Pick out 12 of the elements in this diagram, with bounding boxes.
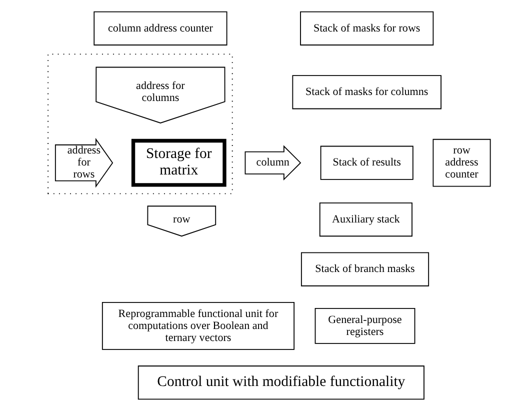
node-box: row address counter — [432, 138, 491, 187]
node-box: column address counter — [94, 11, 228, 46]
node-box: Stack of branch masks — [300, 252, 430, 286]
cluster — [48, 54, 233, 194]
node-box: Storage for matrix — [131, 138, 226, 187]
node-box: Stack of results — [320, 146, 414, 180]
node-box: Stack of masks for columns — [292, 75, 442, 110]
node-box: Stack of masks for rows — [300, 11, 434, 46]
node-box: Auxiliary stack — [319, 202, 412, 237]
node-box: Reprogrammable functional unit for computations over Boolean and ternary vectors — [102, 302, 295, 350]
node-box: Control unit with modifiable functionality — [138, 366, 424, 400]
node-box: General-purpose registers — [314, 308, 416, 344]
